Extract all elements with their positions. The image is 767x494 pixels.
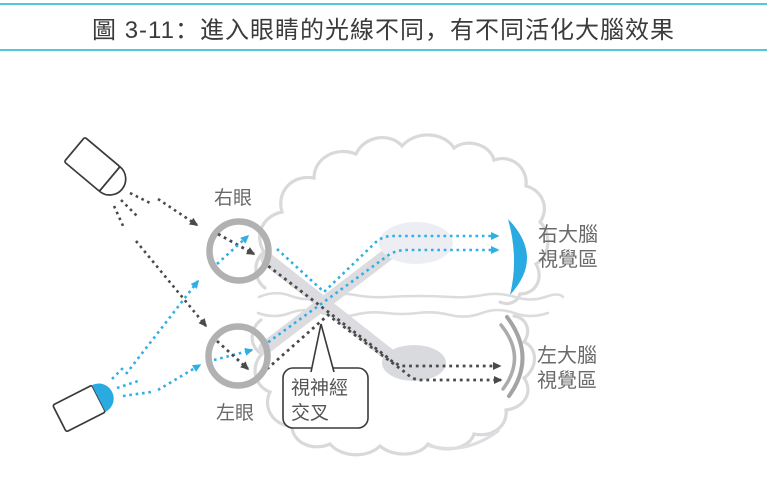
brain-top-lobe: [254, 133, 550, 306]
right-brain-label-line2: 視覺區: [538, 248, 598, 271]
flashlight-lit-icon: [52, 383, 114, 433]
cyan-signal-left-eye-crossed-path: [262, 246, 500, 348]
gray-ray-to-left-eye: [134, 240, 208, 328]
figure-title: 圖 3-11：進入眼睛的光線不同，有不同活化大腦效果: [92, 16, 675, 44]
gray-ray-to-right-eye: [157, 197, 199, 227]
right-eye-circle: [206, 218, 272, 284]
gray-signal-left-eye-path: [266, 313, 503, 384]
brain-outline: [250, 133, 550, 457]
cyan-light-rays: [111, 279, 202, 398]
left-eye-label: 左眼: [216, 402, 254, 424]
optic-chiasm-label-line1: 視神經: [291, 377, 348, 399]
left-brain-label-line2: 視覺區: [537, 369, 597, 392]
cyan-ray-to-right-eye: [124, 279, 200, 375]
left-eye-circle: [205, 323, 271, 389]
right-brain-visual-area-highlight: [508, 219, 528, 295]
brain-bottom-lobe: [250, 314, 537, 457]
left-brain-label-line1: 左大腦: [537, 344, 597, 367]
left-brain-visual-area-highlight: [499, 315, 525, 398]
figure-title-bar: 圖 3-11：進入眼睛的光線不同，有不同活化大腦效果: [0, 3, 767, 51]
gray-signal-right-eye-crossed-path: [262, 260, 502, 370]
flashlight-unlit-icon: [64, 137, 127, 196]
optic-nerve-left-eye: [258, 245, 398, 355]
right-brain-label-line1: 右大腦: [538, 223, 598, 246]
left-eye-gray-ray: [216, 339, 250, 371]
brain-blob-upper: [379, 222, 453, 264]
cyan-signal-right-eye-path: [276, 232, 500, 294]
brain-inner-fold: [428, 429, 500, 450]
optic-chiasm-label-line2: 交叉: [291, 402, 329, 424]
right-eye-cyan-ray: [216, 234, 250, 265]
optic-chiasm-callout: 視神經 交叉: [282, 323, 369, 429]
right-eye-label: 右眼: [214, 187, 252, 209]
brain-blob-lower: [382, 345, 446, 381]
gray-light-rays: [112, 191, 208, 328]
optic-nerve-bands: [258, 245, 398, 361]
right-eye-gray-ray: [217, 232, 256, 256]
cyan-ray-to-left-eye: [157, 363, 202, 392]
